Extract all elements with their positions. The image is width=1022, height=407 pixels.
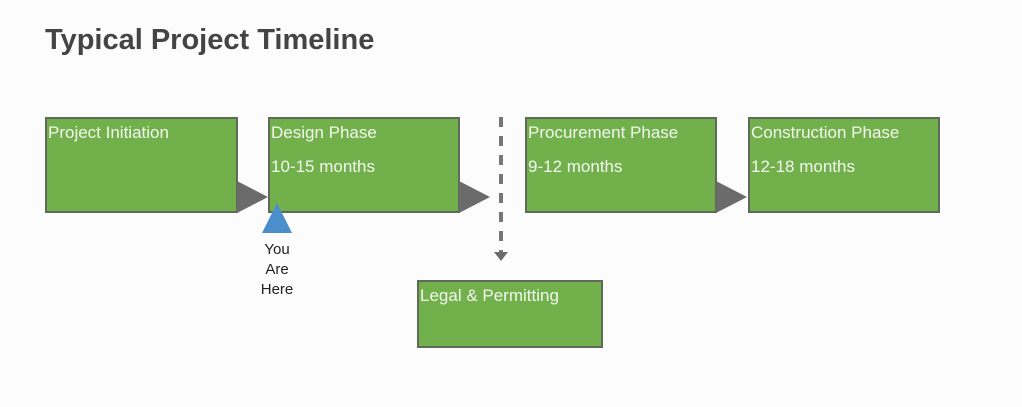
phase-name: Construction Phase <box>751 123 900 142</box>
phase-project-initiation: Project Initiation <box>45 117 238 213</box>
phase-name: Procurement Phase <box>528 123 679 142</box>
phase-design: Design Phase 10-15 months <box>268 117 460 213</box>
phase-duration: 10-15 months <box>271 157 375 176</box>
phase-procurement: Procurement Phase 9-12 months <box>525 117 717 213</box>
you-are-here-marker-icon <box>262 203 292 233</box>
you-are-here-label: You Are Here <box>247 240 307 300</box>
arrow-right-icon <box>459 181 490 213</box>
phase-duration: 12-18 months <box>751 157 855 176</box>
phase-name: Design Phase <box>271 123 377 142</box>
phase-legal-permitting: Legal & Permitting <box>417 280 603 348</box>
phase-construction: Construction Phase 12-18 months <box>748 117 940 213</box>
marker-line: You <box>264 241 290 258</box>
arrow-right-icon <box>716 181 747 213</box>
phase-duration: 9-12 months <box>528 157 623 176</box>
dashed-connector <box>499 117 503 252</box>
page-title: Typical Project Timeline <box>45 24 375 56</box>
marker-line: Are <box>265 261 289 278</box>
arrow-down-icon <box>494 252 508 261</box>
phase-name: Project Initiation <box>48 123 169 142</box>
phase-name: Legal & Permitting <box>420 286 559 305</box>
marker-line: Here <box>260 281 294 298</box>
